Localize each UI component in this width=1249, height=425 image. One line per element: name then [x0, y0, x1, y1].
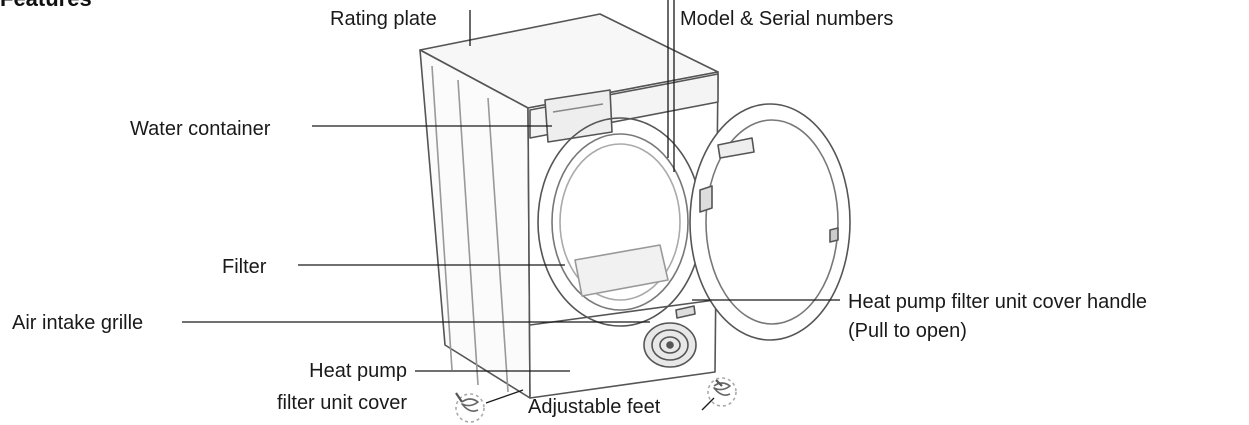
- label-model-serial: Model & Serial numbers: [680, 8, 894, 30]
- label-cover-handle-note: (Pull to open): [848, 320, 967, 342]
- adjustable-foot-right: [707, 377, 737, 407]
- open-door-inner: [705, 119, 839, 325]
- label-cover-handle: Heat pump filter unit cover handle: [848, 291, 1148, 313]
- section-heading: Features: [0, 0, 92, 12]
- cover-handle-shape: [675, 305, 696, 319]
- label-air-intake-grille: Air intake grille: [12, 312, 144, 334]
- leader-feet-right: [701, 397, 715, 411]
- label-water-container: Water container: [130, 118, 271, 140]
- open-door-outer: [689, 103, 851, 341]
- water-container-drawer: [544, 89, 613, 143]
- leader-feet-left: [485, 389, 524, 404]
- label-adjustable-feet: Adjustable feet: [528, 396, 661, 418]
- label-rating-plate: Rating plate: [330, 8, 437, 30]
- adjustable-foot-left: [455, 393, 485, 423]
- dryer-front-panel: [527, 71, 719, 399]
- label-filter: Filter: [222, 256, 267, 278]
- label-heat-pump-cover-line1: Heat pump: [309, 360, 407, 382]
- label-heat-pump-cover-line2: filter unit cover: [276, 392, 407, 414]
- door-opening-inner: [551, 133, 689, 311]
